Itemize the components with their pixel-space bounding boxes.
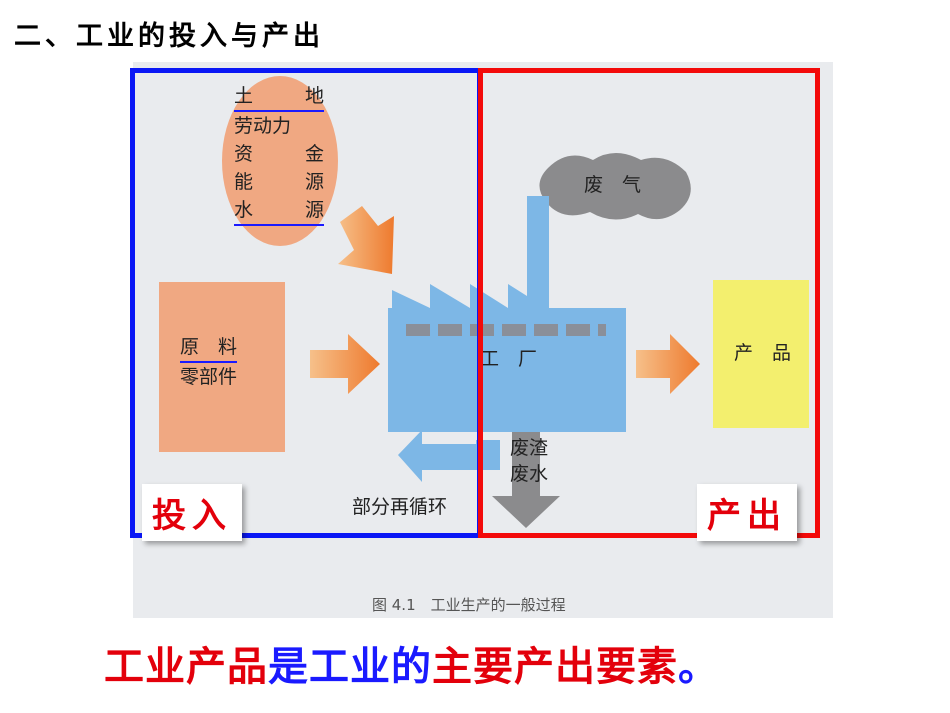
- figure-caption: 图 4.1 工业生产的一般过程: [372, 596, 566, 614]
- waste-water-label: 废水: [510, 463, 549, 485]
- slide-title: 二、工业的投入与产出: [14, 21, 324, 52]
- conclusion-sentence: 工业产品是工业的主要产出要素。: [104, 634, 719, 692]
- conclusion-segment: 。: [678, 644, 719, 690]
- waste-arrow: [492, 432, 560, 528]
- product-box: [713, 280, 809, 428]
- material-item: 原 料: [180, 333, 238, 363]
- waste-gas-label: 废 气: [584, 174, 642, 196]
- chimney: [527, 196, 549, 310]
- materials-list: 原 料 零部件: [180, 333, 238, 391]
- arrow-inputs-to-factory: [338, 206, 394, 274]
- conclusion-segment: 是: [268, 644, 309, 690]
- arrow-factory-to-product: [636, 334, 700, 394]
- material-item: 零部件: [180, 366, 238, 388]
- factory-label: 工 厂: [480, 348, 538, 370]
- input-item: 土地: [234, 85, 324, 107]
- waste-residue-label: 废渣: [510, 437, 549, 459]
- input-item: 劳动力: [234, 110, 324, 140]
- recycle-arrow: [398, 430, 500, 482]
- materials-box: [159, 282, 285, 452]
- output-frame: [478, 68, 820, 538]
- input-item: 资金: [234, 143, 324, 165]
- product-label: 产 品: [734, 342, 792, 364]
- inputs-list: 土地 劳动力 资金 能源 水源: [234, 82, 324, 226]
- input-item: 能源: [234, 171, 324, 193]
- input-frame: [130, 68, 482, 538]
- factory-box: [388, 308, 626, 432]
- input-tag: 投入: [142, 484, 242, 541]
- arrow-materials-to-factory: [310, 334, 380, 394]
- factory-windows: [406, 324, 606, 336]
- conclusion-segment: 工业产品: [104, 644, 268, 690]
- inputs-circle: [222, 76, 338, 246]
- recycle-label: 部分再循环: [352, 496, 448, 518]
- smoke-cloud: [539, 153, 691, 220]
- conclusion-segment: 工业的: [309, 644, 432, 690]
- waste-labels: 废渣 废水: [510, 435, 548, 487]
- factory-roof: [392, 284, 527, 308]
- input-item: 水源: [234, 196, 324, 226]
- output-tag: 产出: [697, 484, 797, 541]
- conclusion-segment: 主要产出要素: [432, 644, 678, 690]
